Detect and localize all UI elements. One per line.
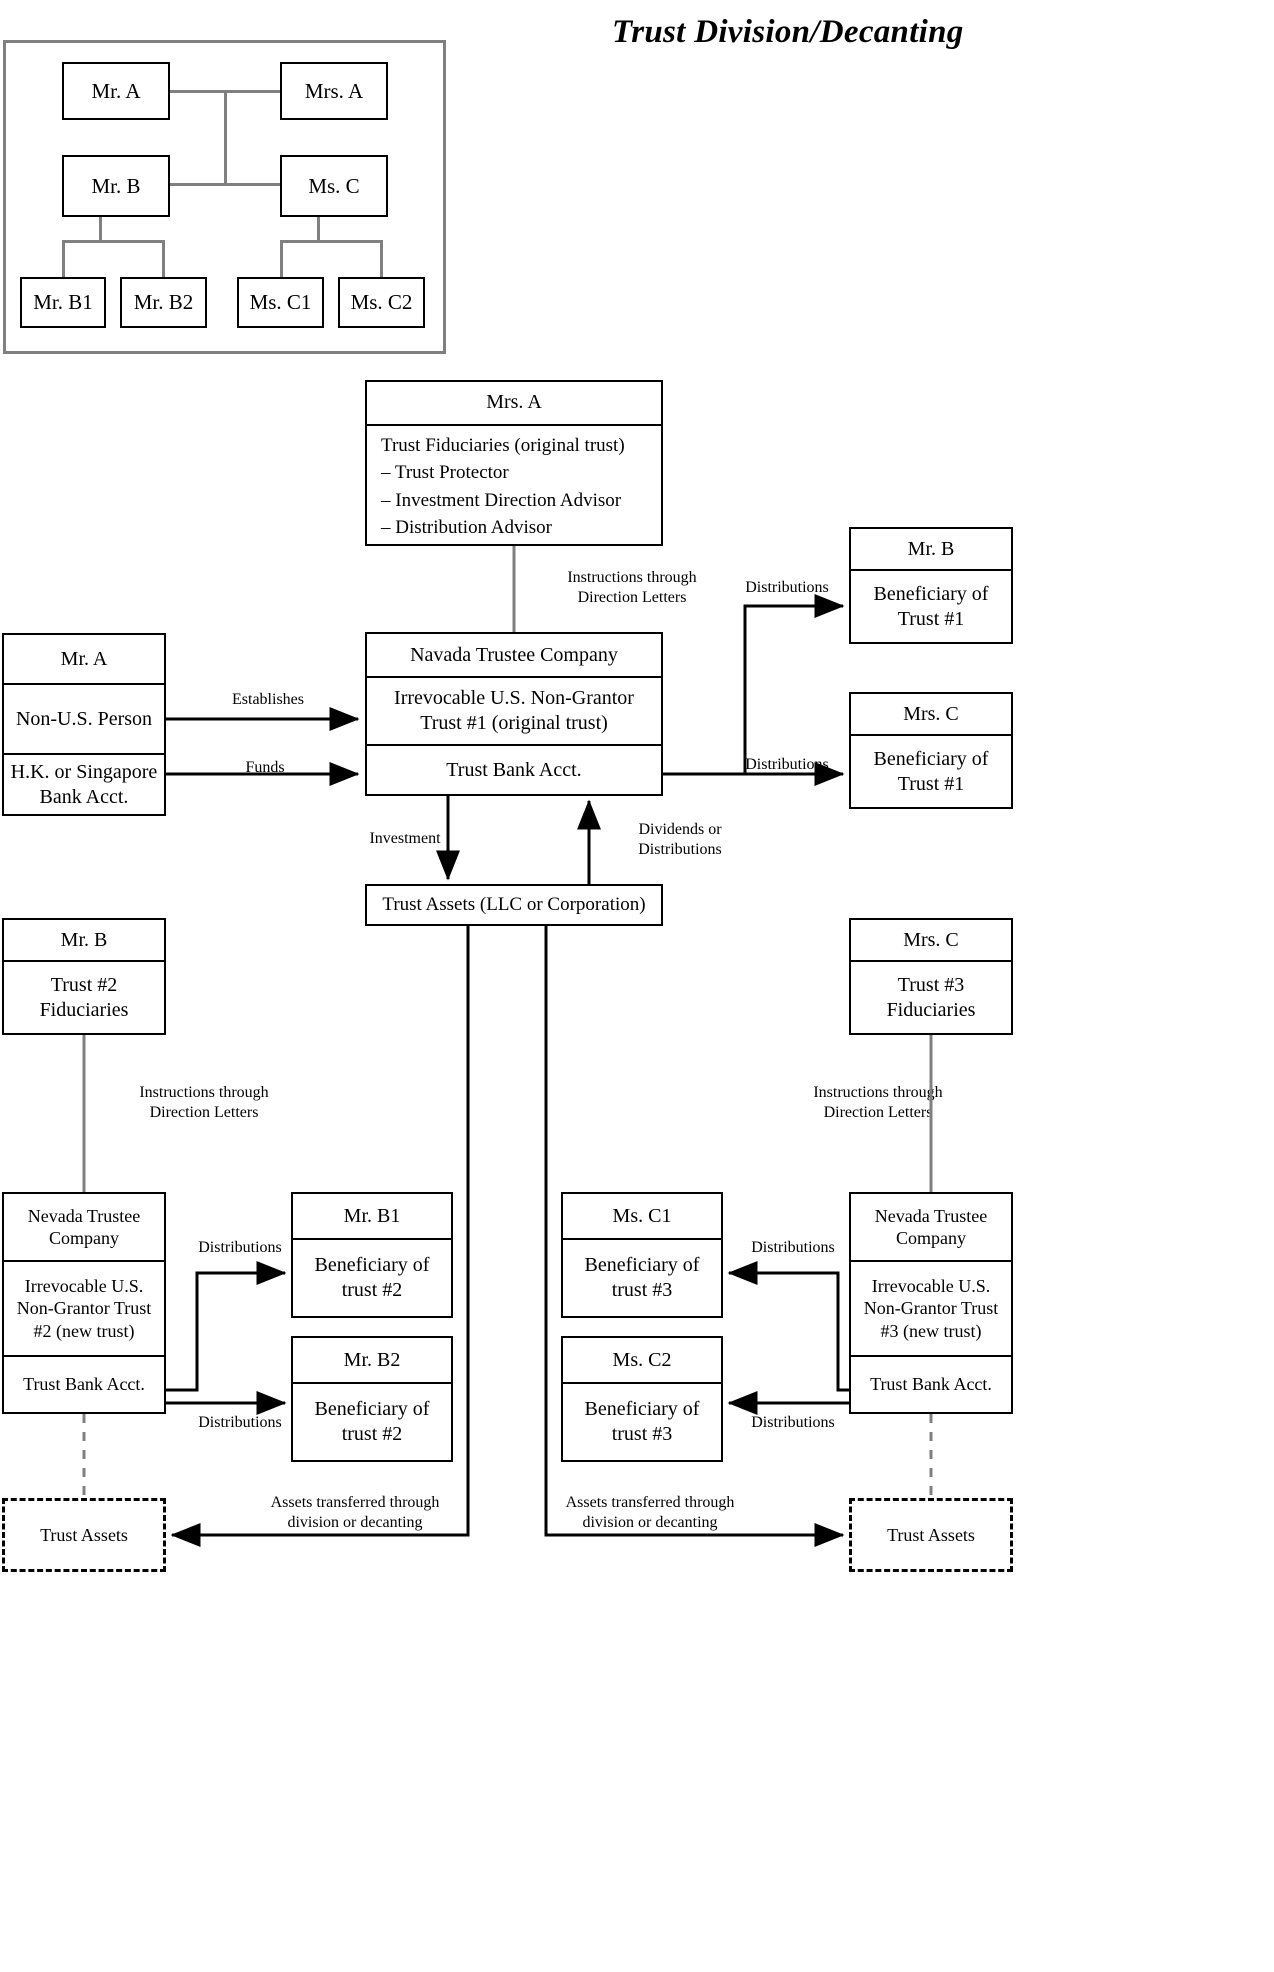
- trust-assets-llc-label: Trust Assets (LLC or Corporation): [382, 894, 646, 916]
- edge-label-instructions-top: Instructions through Direction Letters: [567, 569, 697, 606]
- edge-label-assets-right: Assets transferred through division or d…: [565, 1494, 735, 1531]
- beneficiary-ms-c1-header: Ms. C1: [612, 1204, 672, 1227]
- connector-mrb1-up: [62, 240, 65, 277]
- family-box-mr-a-label: Mr. A: [91, 78, 141, 103]
- trust3-fiduciaries-header: Mrs. C: [903, 928, 959, 951]
- family-box-ms-c1: Ms. C1: [237, 277, 324, 328]
- edge-label-establishes: Establishes: [232, 691, 304, 708]
- family-box-mr-b1-label: Mr. B1: [33, 290, 93, 314]
- beneficiary-ms-c2-role: Beneficiary of trust #3: [563, 1382, 721, 1460]
- edge-label-distributions-b2: Distributions: [198, 1414, 282, 1431]
- edge-label-distributions-c2: Distributions: [751, 1414, 835, 1431]
- trust2-fiduciaries-box: Mr. B Trust #2 Fiduciaries: [2, 918, 166, 1035]
- grantor-box-bank-acct: H.K. or Singapore Bank Acct.: [4, 753, 164, 814]
- beneficiary-mr-b1-header: Mr. B1: [343, 1204, 401, 1227]
- trust2-fiduciaries-role: Trust #2 Fiduciaries: [4, 960, 164, 1033]
- trust2-box-bank-acct: Trust Bank Acct.: [4, 1355, 164, 1412]
- beneficiary-mr-b1-role: Beneficiary of trust #2: [293, 1238, 451, 1316]
- trust2-box-name: Irrevocable U.S. Non-Grantor Trust #2 (n…: [4, 1260, 164, 1355]
- family-box-mrs-a: Mrs. A: [280, 62, 388, 120]
- connector-msc2-up: [380, 240, 383, 277]
- beneficiary-mr-b-header: Mr. B: [907, 537, 955, 560]
- page-title: Trust Division/Decanting: [612, 14, 964, 50]
- family-box-mr-a: Mr. A: [62, 62, 170, 120]
- fiduciaries-box: Mrs. A Trust Fiduciaries (original trust…: [365, 380, 663, 546]
- edge-label-instructions-right: Instructions through Direction Letters: [813, 1084, 943, 1121]
- connector-msc1-up: [280, 240, 283, 277]
- trust1-box-trustee: Navada Trustee Company: [410, 643, 618, 666]
- connector-mrb2-up: [162, 240, 165, 277]
- beneficiary-mr-b1-box: Mr. B1 Beneficiary of trust #2: [291, 1192, 453, 1318]
- edge-label-investment: Investment: [369, 830, 441, 847]
- beneficiary-ms-c1-role: Beneficiary of trust #3: [563, 1238, 721, 1316]
- family-tree-frame: [3, 40, 446, 354]
- beneficiary-mrs-c-role: Beneficiary of Trust #1: [851, 734, 1011, 807]
- beneficiary-mrs-c-box: Mrs. C Beneficiary of Trust #1: [849, 692, 1013, 809]
- edge-label-funds: Funds: [245, 759, 285, 776]
- family-box-mr-b2: Mr. B2: [120, 277, 207, 328]
- edge-label-assets-left: Assets transferred through division or d…: [270, 1494, 440, 1531]
- family-box-ms-c2-label: Ms. C2: [350, 290, 413, 314]
- fiduciaries-box-body: Trust Fiduciaries (original trust) – Tru…: [367, 423, 661, 544]
- connector-mrb-down: [99, 217, 102, 242]
- trust-assets-left-label: Trust Assets: [40, 1524, 128, 1545]
- trust1-box-bank-acct: Trust Bank Acct.: [367, 744, 661, 794]
- trust-assets-llc-box: Trust Assets (LLC or Corporation): [365, 884, 663, 926]
- connector-mrb-msc: [170, 183, 280, 186]
- trust2-fiduciaries-header: Mr. B: [60, 928, 108, 951]
- grantor-box: Mr. A Non-U.S. Person H.K. or Singapore …: [2, 633, 166, 816]
- trust3-fiduciaries-role: Trust #3 Fiduciaries: [851, 960, 1011, 1033]
- family-box-mrs-a-label: Mrs. A: [304, 78, 364, 103]
- trust3-box: Nevada Trustee Company Irrevocable U.S. …: [849, 1192, 1013, 1414]
- beneficiary-mr-b2-header: Mr. B2: [343, 1348, 401, 1371]
- family-box-mr-b: Mr. B: [62, 155, 170, 217]
- family-box-ms-c2: Ms. C2: [338, 277, 425, 328]
- edge-label-distributions-b: Distributions: [745, 579, 829, 596]
- connector-msc-down: [317, 217, 320, 242]
- beneficiary-mr-b2-box: Mr. B2 Beneficiary of trust #2: [291, 1336, 453, 1462]
- trust3-box-trustee: Nevada Trustee Company: [874, 1205, 988, 1249]
- beneficiary-mr-b-role: Beneficiary of Trust #1: [851, 569, 1011, 642]
- family-box-mr-b2-label: Mr. B2: [133, 290, 194, 314]
- trust-assets-right-label: Trust Assets: [887, 1524, 975, 1545]
- family-box-ms-c: Ms. C: [280, 155, 388, 217]
- edge-label-distributions-c1: Distributions: [751, 1239, 835, 1256]
- beneficiary-ms-c2-header: Ms. C2: [612, 1348, 672, 1371]
- beneficiary-mr-b-box: Mr. B Beneficiary of Trust #1: [849, 527, 1013, 644]
- trust3-box-name: Irrevocable U.S. Non-Grantor Trust #3 (n…: [851, 1260, 1011, 1355]
- connector-mrb-children-bar: [62, 240, 165, 243]
- grantor-box-status: Non-U.S. Person: [4, 683, 164, 753]
- trust3-fiduciaries-box: Mrs. C Trust #3 Fiduciaries: [849, 918, 1013, 1035]
- family-box-ms-c-label: Ms. C: [308, 173, 360, 198]
- beneficiary-ms-c2-box: Ms. C2 Beneficiary of trust #3: [561, 1336, 723, 1462]
- connector-msc-children-bar: [280, 240, 383, 243]
- beneficiary-mr-b2-role: Beneficiary of trust #2: [293, 1382, 451, 1460]
- grantor-box-header: Mr. A: [60, 647, 108, 670]
- trust1-box: Navada Trustee Company Irrevocable U.S. …: [365, 632, 663, 796]
- edge-label-distributions-c: Distributions: [745, 756, 829, 773]
- family-box-ms-c1-label: Ms. C1: [249, 290, 312, 314]
- trust2-box: Nevada Trustee Company Irrevocable U.S. …: [2, 1192, 166, 1414]
- family-box-mr-b-label: Mr. B: [91, 173, 141, 198]
- beneficiary-mrs-c-header: Mrs. C: [903, 702, 959, 725]
- edge-label-distributions-b1: Distributions: [198, 1239, 282, 1256]
- trust-assets-left-box: Trust Assets: [2, 1498, 166, 1572]
- edge-label-instructions-left: Instructions through Direction Letters: [139, 1084, 269, 1121]
- connector-vertical-center: [224, 90, 227, 184]
- fiduciaries-box-header: Mrs. A: [486, 391, 542, 414]
- trust-assets-right-box: Trust Assets: [849, 1498, 1013, 1572]
- trust2-box-trustee: Nevada Trustee Company: [27, 1205, 141, 1249]
- beneficiary-ms-c1-box: Ms. C1 Beneficiary of trust #3: [561, 1192, 723, 1318]
- trust1-box-name: Irrevocable U.S. Non-Grantor Trust #1 (o…: [367, 676, 661, 744]
- trust3-box-bank-acct: Trust Bank Acct.: [851, 1355, 1011, 1412]
- edge-label-dividends: Dividends or Distributions: [638, 821, 722, 858]
- family-box-mr-b1: Mr. B1: [20, 277, 106, 328]
